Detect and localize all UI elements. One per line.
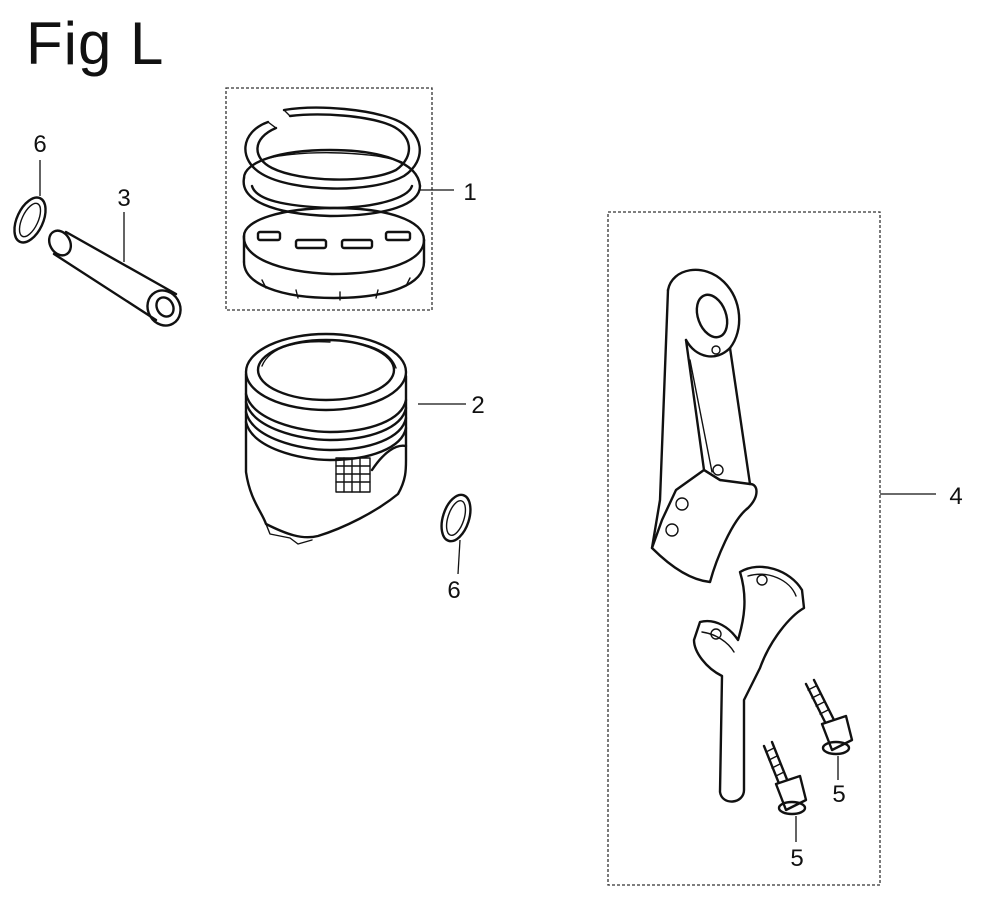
ring-set-box [225,87,433,311]
piston-pin [47,229,182,327]
callout-connecting-rod-assembly: 4 [949,483,962,510]
pin-clip-right [440,493,472,543]
connecting-rod-assembly [607,211,881,886]
callout-pin-clip-right: 6 [447,577,460,604]
rod-assembly-box [607,211,881,886]
piston [244,332,408,545]
callout-piston-ring-set: 1 [463,179,476,206]
callout-piston-pin: 3 [117,185,130,212]
pin-clip-left [13,196,47,244]
leader-lines [39,160,936,842]
callout-piston: 2 [471,392,484,419]
callout-rod-bolt-b: 5 [790,845,803,872]
rod-bolt-b [762,740,808,816]
callout-pin-clip-left: 6 [33,131,46,158]
callout-rod-bolt-a: 5 [832,781,845,808]
piston-ring-set [225,87,433,311]
figure-title: Fig L [26,10,165,77]
rod-bolt-a [804,678,854,756]
